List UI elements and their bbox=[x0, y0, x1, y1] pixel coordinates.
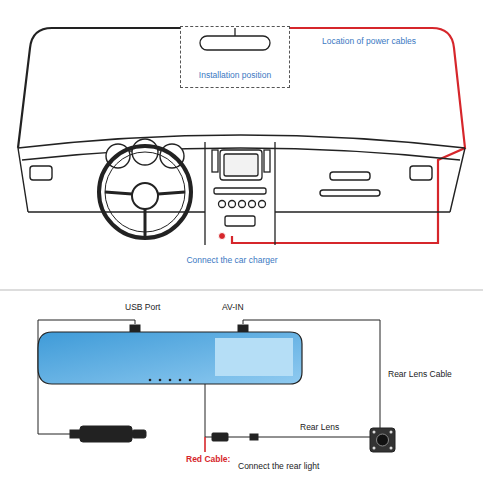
center-console bbox=[259, 201, 266, 208]
port-connectors bbox=[130, 325, 248, 332]
center-console bbox=[229, 201, 236, 208]
red-cable bbox=[204, 437, 206, 452]
steering-wheel bbox=[99, 146, 191, 238]
center-console bbox=[212, 150, 218, 172]
center-console bbox=[205, 142, 275, 245]
center-console bbox=[264, 150, 270, 172]
dashboard bbox=[18, 148, 465, 212]
center-console bbox=[239, 201, 246, 208]
instruction-label: Connect the rear light bbox=[238, 462, 319, 472]
windshield-outline bbox=[18, 28, 180, 148]
car-charger-plug bbox=[132, 430, 146, 438]
rear-lens-cable bbox=[205, 382, 370, 437]
mirror-dashcam bbox=[38, 332, 302, 384]
steering-wheel bbox=[105, 192, 185, 236]
mirror-dashcam bbox=[169, 379, 172, 382]
port-label: USB Port bbox=[125, 303, 160, 313]
inline-connectors bbox=[250, 434, 258, 440]
dashboard bbox=[410, 166, 432, 180]
installation-box: Installation position bbox=[180, 26, 290, 88]
car-charger-plug bbox=[70, 426, 146, 442]
mirror-dashcam bbox=[179, 379, 182, 382]
port-label: AV-IN bbox=[222, 303, 244, 313]
dashboard bbox=[28, 211, 450, 212]
charger-socket bbox=[219, 233, 226, 240]
box-caption: Installation position bbox=[181, 71, 289, 81]
part-label: Rear Lens bbox=[300, 423, 339, 433]
car-charger-plug bbox=[70, 430, 80, 438]
port-connectors bbox=[238, 325, 248, 332]
center-console bbox=[225, 216, 255, 226]
steering-wheel bbox=[99, 146, 191, 238]
center-console bbox=[220, 150, 262, 180]
rear-camera bbox=[390, 431, 393, 434]
rear-camera bbox=[377, 434, 389, 446]
rear-camera bbox=[370, 428, 395, 452]
rearview-mirror bbox=[200, 28, 270, 50]
divider bbox=[0, 290, 483, 291]
center-console bbox=[205, 142, 275, 245]
dashboard bbox=[30, 166, 52, 180]
dashboard bbox=[330, 172, 370, 180]
center-console bbox=[219, 201, 226, 208]
center-console bbox=[214, 188, 266, 194]
rear-camera bbox=[373, 447, 376, 450]
car-charger-plug bbox=[80, 426, 132, 442]
dashboard bbox=[320, 190, 380, 196]
mirror-dashcam bbox=[159, 379, 162, 382]
center-console bbox=[224, 154, 258, 176]
rear-camera bbox=[390, 447, 393, 450]
cable-label: Rear Lens Cable bbox=[388, 370, 452, 380]
inline-connectors bbox=[212, 433, 258, 441]
rearview-mirror bbox=[200, 36, 270, 50]
mirror-dashcam bbox=[189, 379, 192, 382]
charger-socket bbox=[219, 233, 226, 240]
steering-wheel bbox=[132, 183, 158, 209]
charger-label: Connect the car charger bbox=[186, 256, 277, 266]
rear-camera bbox=[373, 431, 376, 434]
inline-connectors bbox=[212, 433, 228, 441]
dashboard bbox=[18, 135, 465, 148]
rearview-mirror bbox=[234, 28, 235, 36]
cable-route-label: Location of power cables bbox=[322, 37, 416, 47]
mirror-dashcam bbox=[149, 379, 152, 382]
divider bbox=[0, 290, 483, 291]
rear-camera bbox=[370, 428, 395, 452]
mirror-dashcam bbox=[215, 338, 293, 376]
cable-label: Red Cable: bbox=[186, 455, 230, 465]
port-connectors bbox=[130, 325, 140, 332]
red-cable bbox=[204, 437, 206, 452]
mirror-dashcam bbox=[38, 332, 302, 384]
dashboard bbox=[18, 135, 465, 212]
center-console bbox=[249, 201, 256, 208]
windshield-outline bbox=[18, 28, 180, 148]
